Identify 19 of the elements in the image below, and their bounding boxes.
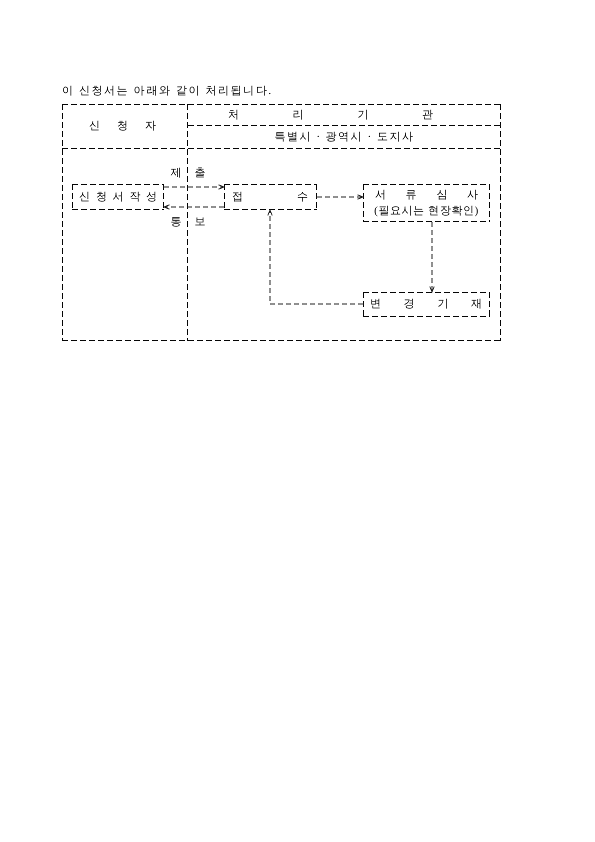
title: 이 신청서는 아래와 같이 처리됩니다. [62,84,273,99]
arrow [267,210,364,304]
edge-label: 통 보 [170,215,206,229]
process-box [363,292,490,317]
arrow [164,184,224,190]
edge-label: 제 출 [170,166,206,180]
arrow [164,204,224,210]
step-label: 신 청 서 작 성 [78,190,158,205]
step-label: 변 경 기 재 [369,297,483,312]
step-label: 접 수 [231,190,309,205]
note-text: (필요시는 현장확인) [373,204,480,219]
step-label: 서 류 심 사 [374,188,479,203]
arrow [316,194,364,200]
swimlane [188,104,501,341]
process-box [72,184,164,210]
process-box [224,184,317,210]
swimlane [62,104,188,341]
process-box [363,184,490,222]
arrow [429,222,435,292]
